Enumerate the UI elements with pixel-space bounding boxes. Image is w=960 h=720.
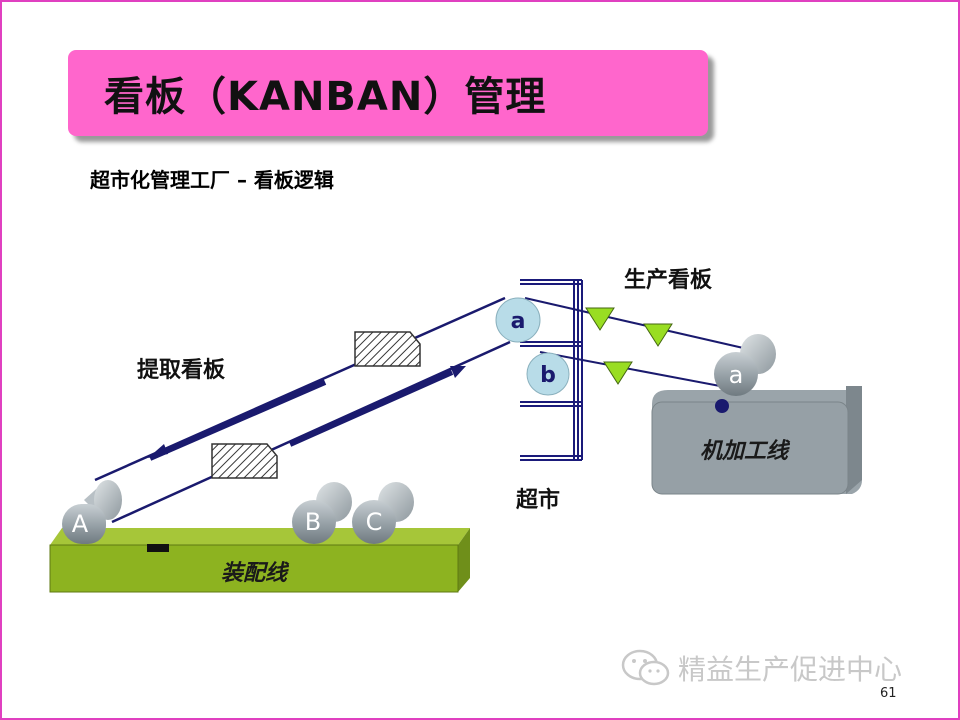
supermarket-label: 超市 (516, 488, 561, 513)
page-number: 61 (880, 686, 897, 701)
withdrawal-arrow-thick-upper (148, 379, 327, 461)
machining-dot (715, 399, 729, 413)
production-kanban-loop (524, 297, 753, 387)
withdrawal-arrow-thick-lower (288, 369, 454, 447)
withdrawal-kanban-loop (94, 296, 511, 524)
assembly-B-label: B (305, 508, 321, 536)
assembly-C-label: C (366, 508, 383, 536)
watermark-text: 精益生产促进中心 (678, 653, 903, 686)
machining-line-label: 机加工线 (700, 439, 791, 464)
production-kanban-triangle-3 (603, 361, 633, 385)
slide-subtitle: 超市化管理工厂 – 看板逻辑 (90, 168, 334, 192)
roller-machining-a (714, 334, 776, 396)
roller-C (352, 482, 414, 544)
production-kanban-triangle-2 (643, 323, 673, 347)
machining-a-label: a (729, 361, 744, 389)
machining-line-block (651, 386, 862, 495)
production-kanban-label: 生产看板 (624, 268, 713, 293)
wechat-icon (621, 649, 670, 686)
supermarket-b-label: b (540, 363, 556, 388)
assembly-marker (147, 544, 169, 552)
delivery-arrowhead (450, 366, 466, 378)
kanban-card-lower (211, 443, 278, 479)
title-bar (68, 50, 708, 136)
assembly-line-label: 装配线 (221, 561, 290, 586)
roller-A (62, 480, 122, 544)
roller-B (292, 482, 352, 544)
watermark: 精益生产促进中心 (620, 648, 902, 688)
withdrawal-arrowhead (148, 444, 168, 458)
production-kanban-triangle-1 (585, 307, 615, 331)
supermarket-a-label: a (511, 309, 526, 334)
withdrawal-kanban-label: 提取看板 (137, 358, 226, 383)
supermarket-ball-a (495, 297, 541, 343)
assembly-A-label: A (72, 510, 89, 538)
slide-title: 看板（KANBAN）管理 (104, 74, 547, 120)
supermarket-ball-b (526, 352, 570, 396)
kanban-card-upper (354, 331, 421, 367)
